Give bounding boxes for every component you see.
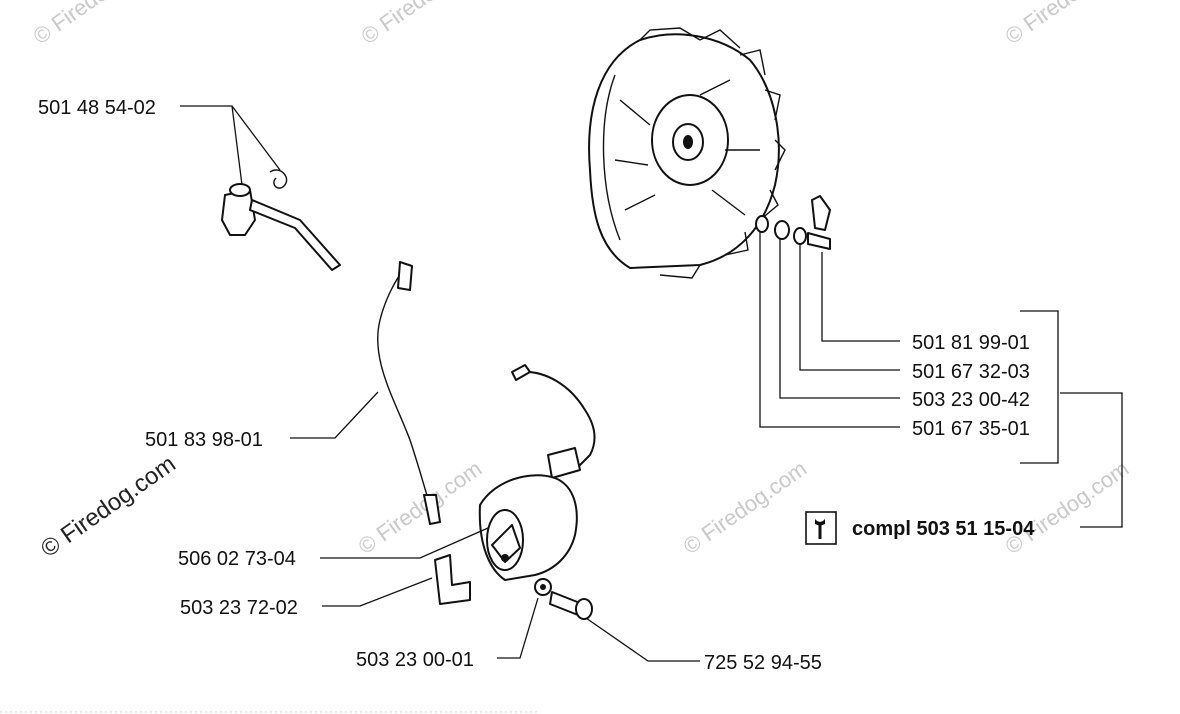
flywheel bbox=[588, 27, 786, 279]
part-labels: 501 48 54-02 501 83 98-01 506 02 73-04 5… bbox=[38, 97, 1030, 674]
label-501-67-32-03: 501 67 32-03 bbox=[912, 361, 1030, 383]
label-506-02-73-04: 506 02 73-04 bbox=[178, 548, 296, 570]
ignition-module bbox=[478, 364, 596, 581]
label-503-23-72-02: 503 23 72-02 bbox=[180, 597, 298, 619]
watermarks: © Firedog.com © Firedog.com © Firedog.co… bbox=[29, 0, 1134, 563]
ht-lead bbox=[377, 261, 441, 525]
label-501-81-99-01: 501 81 99-01 bbox=[912, 332, 1030, 354]
bracket bbox=[434, 554, 471, 605]
label-501-67-35-01: 501 67 35-01 bbox=[912, 418, 1030, 440]
label-kit-compl-503-51-15-04: compl 503 51 15-04 bbox=[852, 518, 1035, 540]
module-fasteners bbox=[534, 578, 593, 620]
watermark-mid-right: © Firedog.com bbox=[1001, 456, 1134, 559]
label-501-48-54-02: 501 48 54-02 bbox=[38, 97, 156, 119]
label-725-52-94-55: 725 52 94-55 bbox=[704, 652, 822, 674]
label-503-23-00-01: 503 23 00-01 bbox=[356, 649, 474, 671]
flywheel-fasteners bbox=[755, 195, 831, 250]
kit-reference: compl 503 51 15-04 bbox=[805, 511, 1035, 545]
label-501-83-98-01: 501 83 98-01 bbox=[145, 429, 263, 451]
spark-plug-cap bbox=[221, 169, 341, 271]
watermark-mid-center: © Firedog.com bbox=[679, 456, 812, 559]
watermark-top-left: © Firedog.com bbox=[29, 0, 162, 49]
watermark-top-right: © Firedog.com bbox=[1001, 0, 1134, 49]
label-503-23-00-42: 503 23 00-42 bbox=[912, 389, 1030, 411]
watermark-top-center: © Firedog.com bbox=[357, 0, 490, 49]
leader-lines bbox=[180, 105, 1123, 662]
watermark-main: © Firedog.com bbox=[36, 450, 181, 563]
wrench-icon bbox=[815, 519, 825, 539]
